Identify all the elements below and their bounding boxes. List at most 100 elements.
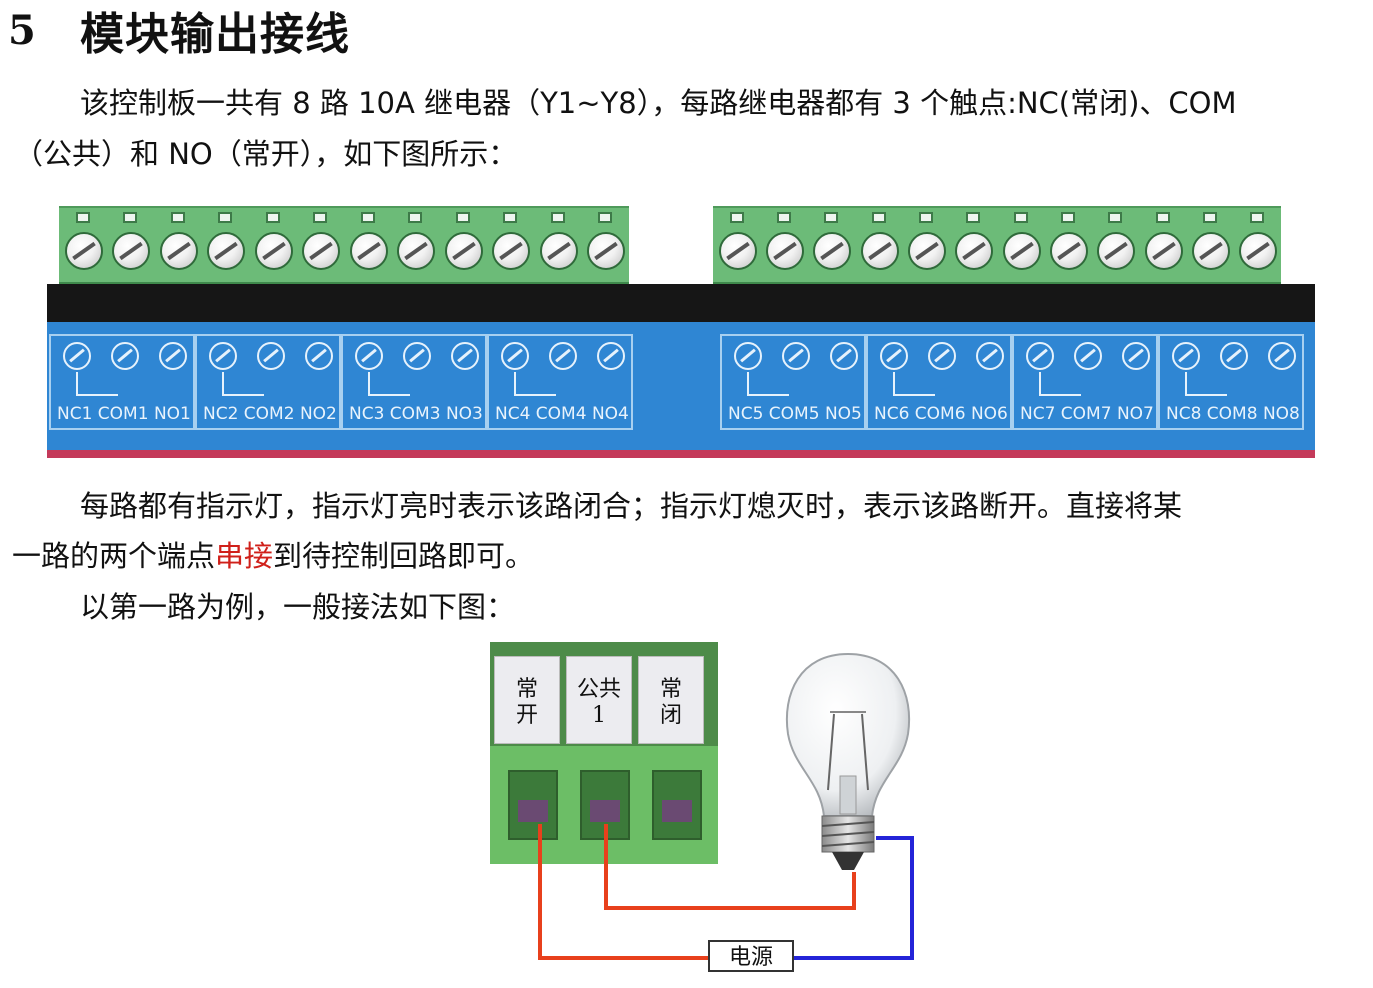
terminal-screw-icon xyxy=(1002,232,1041,270)
terminal-screw-icon xyxy=(112,232,151,270)
wiring-diagram: 常 开 公共 1 常 闭 xyxy=(490,642,930,982)
board-housing-bar xyxy=(47,284,1315,322)
screw-symbol-icon xyxy=(159,342,187,370)
contact-symbol xyxy=(514,372,556,396)
contact-symbol xyxy=(747,372,789,396)
cap-nc-line1: 常 xyxy=(659,677,682,702)
terminal-tab xyxy=(1203,212,1217,223)
paragraph-2-highlight: 串接 xyxy=(215,539,274,573)
relay-channel-group: NC6 COM6 NO6 xyxy=(866,334,1012,430)
screw-symbol-icon xyxy=(1026,342,1054,370)
red-wire-no-to-power xyxy=(538,824,708,960)
terminal-photo: 常 开 公共 1 常 闭 xyxy=(490,642,718,864)
terminal-screw-icon xyxy=(349,232,388,270)
terminal-screw-icon xyxy=(860,232,899,270)
section-number: 5 xyxy=(8,6,36,54)
screw-symbol-icon xyxy=(355,342,383,370)
terminal-tab xyxy=(123,212,138,223)
light-bulb-icon xyxy=(786,652,910,870)
relay-channel-group: NC2 COM2 NO2 xyxy=(195,334,341,430)
terminal-tab xyxy=(966,212,981,223)
terminal-cap-nc: 常 闭 xyxy=(638,656,704,744)
terminal-tab xyxy=(218,212,233,223)
screw-symbol-icon xyxy=(1074,342,1102,370)
paragraph-1-line-1: 该控制板一共有 8 路 10A 继电器（Y1~Y8），每路继电器都有 3 个触点… xyxy=(80,86,1237,120)
terminal-screw-icon xyxy=(444,232,483,270)
panel-edge-stripe xyxy=(47,450,1315,458)
blue-wire-power-to-bulb xyxy=(794,836,914,960)
terminal-screw-icon xyxy=(1239,232,1278,270)
cap-com-line1: 公共 xyxy=(576,677,621,702)
power-source-label: 电源 xyxy=(708,940,794,972)
screw-symbol-icon xyxy=(305,342,333,370)
contact-symbol xyxy=(1185,372,1227,396)
channel-terminal-labels: NC8 COM8 NO8 xyxy=(1166,404,1300,424)
relay-channel-group: NC8 COM8 NO8 xyxy=(1158,334,1304,430)
terminal-screw-icon xyxy=(1144,232,1183,270)
terminal-screw-icon xyxy=(302,232,341,270)
paragraph-1-line-2: （公共）和 NO（常开），如下图所示： xyxy=(14,137,518,171)
screw-symbol-icon xyxy=(451,342,479,370)
terminal-screw-icon xyxy=(397,232,436,270)
terminal-block-left xyxy=(59,206,629,286)
screw-symbol-icon xyxy=(111,342,139,370)
relay-channel-group: NC7 COM7 NO7 xyxy=(1012,334,1158,430)
terminal-screw-icon xyxy=(718,232,757,270)
red-wire-com-to-bulb xyxy=(604,824,856,910)
terminal-screw-icon xyxy=(587,232,626,270)
screw-symbol-icon xyxy=(1122,342,1150,370)
terminal-tab xyxy=(313,212,328,223)
relay-channel-group: NC3 COM3 NO3 xyxy=(341,334,487,430)
wiring-lines xyxy=(538,824,914,960)
contact-symbol xyxy=(76,372,118,396)
contact-symbol xyxy=(222,372,264,396)
terminal-screw-icon xyxy=(1050,232,1088,270)
contact-symbol xyxy=(1039,372,1081,396)
screw-symbol-icon xyxy=(880,342,908,370)
screw-symbol-icon xyxy=(1268,342,1296,370)
terminal-tab xyxy=(871,212,886,223)
screw-symbol-icon xyxy=(1220,342,1248,370)
screw-symbol-icon xyxy=(501,342,529,370)
screw-symbol-icon xyxy=(928,342,956,370)
screw-symbol-icon xyxy=(976,342,1004,370)
channel-terminal-labels: NC3 COM3 NO3 xyxy=(349,404,483,424)
terminal-tab xyxy=(1155,212,1170,223)
terminal-tab xyxy=(919,212,933,223)
terminal-tab xyxy=(455,212,470,223)
terminal-tab xyxy=(360,212,375,223)
channel-terminal-labels: NC4 COM4 NO4 xyxy=(495,404,629,424)
terminal-tab xyxy=(729,212,744,223)
screw-symbol-icon xyxy=(734,342,762,370)
paragraph-3: 以第一路为例，一般接法如下图： xyxy=(80,590,516,624)
screw-symbol-icon xyxy=(782,342,810,370)
terminal-screw-icon xyxy=(908,232,946,270)
terminal-screw-icon xyxy=(539,232,578,270)
terminal-cap-com: 公共 1 xyxy=(566,656,632,744)
paragraph-2-text-after: 到待控制回路即可。 xyxy=(273,539,535,573)
terminal-tab xyxy=(408,212,423,223)
terminal-tab xyxy=(1250,212,1265,223)
terminal-tab xyxy=(777,212,791,223)
terminal-tab xyxy=(170,212,185,223)
terminal-tab xyxy=(1013,212,1028,223)
screw-symbol-icon xyxy=(597,342,625,370)
terminal-slot-nc xyxy=(652,770,702,840)
terminal-tab xyxy=(265,212,280,223)
terminal-screw-icon xyxy=(254,232,293,270)
terminal-tab xyxy=(1108,212,1123,223)
terminal-screw-icon xyxy=(1192,232,1230,270)
channel-terminal-labels: NC7 COM7 NO7 xyxy=(1020,404,1154,424)
terminal-tab xyxy=(824,212,839,223)
section-heading: 5 模块输出接线 xyxy=(8,2,350,61)
terminal-slot-no xyxy=(508,770,558,840)
section-title: 模块输出接线 xyxy=(80,9,350,60)
terminal-screw-icon xyxy=(955,232,994,270)
terminal-screw-icon xyxy=(492,232,531,270)
cap-com-line2: 1 xyxy=(592,703,606,728)
screw-symbol-icon xyxy=(403,342,431,370)
terminal-tab xyxy=(75,212,90,223)
paragraph-2-line-2: 一路的两个端点串接到待控制回路即可。 xyxy=(12,531,534,581)
